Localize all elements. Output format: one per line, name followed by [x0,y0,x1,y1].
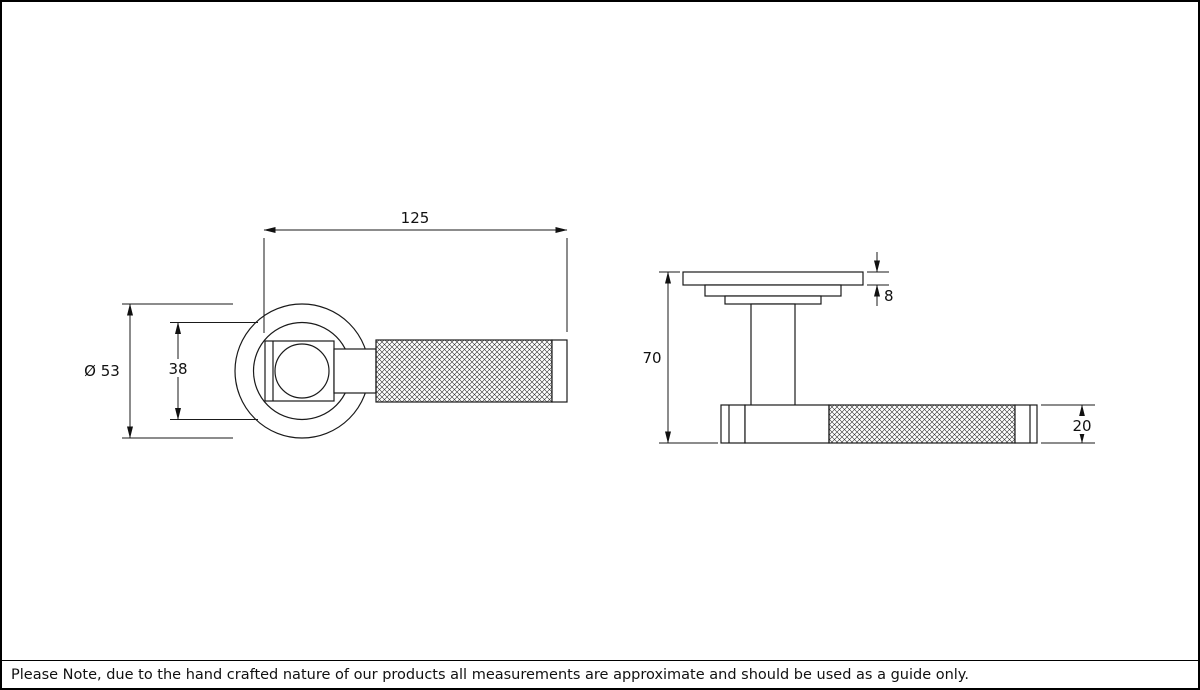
label-mask [163,359,193,377]
lever-stem-side [750,303,796,408]
front-view [234,303,568,439]
note-text: Please Note, due to the hand crafted nat… [11,666,969,683]
dim-label-grip-diameter: 20 [1072,417,1091,435]
dim-label-rose-thickness: 8 [884,287,894,305]
dim-label-lever-length: 125 [401,209,430,227]
dim-label-projection: 70 [642,349,661,367]
rose-step-side [704,284,842,297]
front-dimension-lines [122,227,568,439]
rose-plate-side [682,271,864,286]
rose-collar-side [724,295,822,305]
barrel-end-cap [1014,404,1038,444]
side-view [682,271,1038,444]
side-dimension-lines [659,252,1095,444]
barrel-left-cap [720,404,746,444]
drawing-area: 125 Ø 53 38 70 8 20 [2,2,1198,660]
lever-end-cap [551,339,568,403]
lever-neck [333,348,377,394]
note-bar: Please Note, due to the hand crafted nat… [2,660,1198,688]
technical-drawing: 125 Ø 53 38 70 8 20 [84,209,1098,444]
lever-knurled-grip [375,339,553,403]
dim-label-rose-diameter: Ø 53 [84,362,120,380]
dim-label-inner-rose-diameter: 38 [168,360,187,378]
barrel-plain-section [744,404,830,444]
dimension-labels: 125 Ø 53 38 70 8 20 [84,209,1098,435]
spindle-circle [274,343,330,399]
barrel-knurled-grip [828,404,1016,444]
label-mask [1066,416,1098,434]
